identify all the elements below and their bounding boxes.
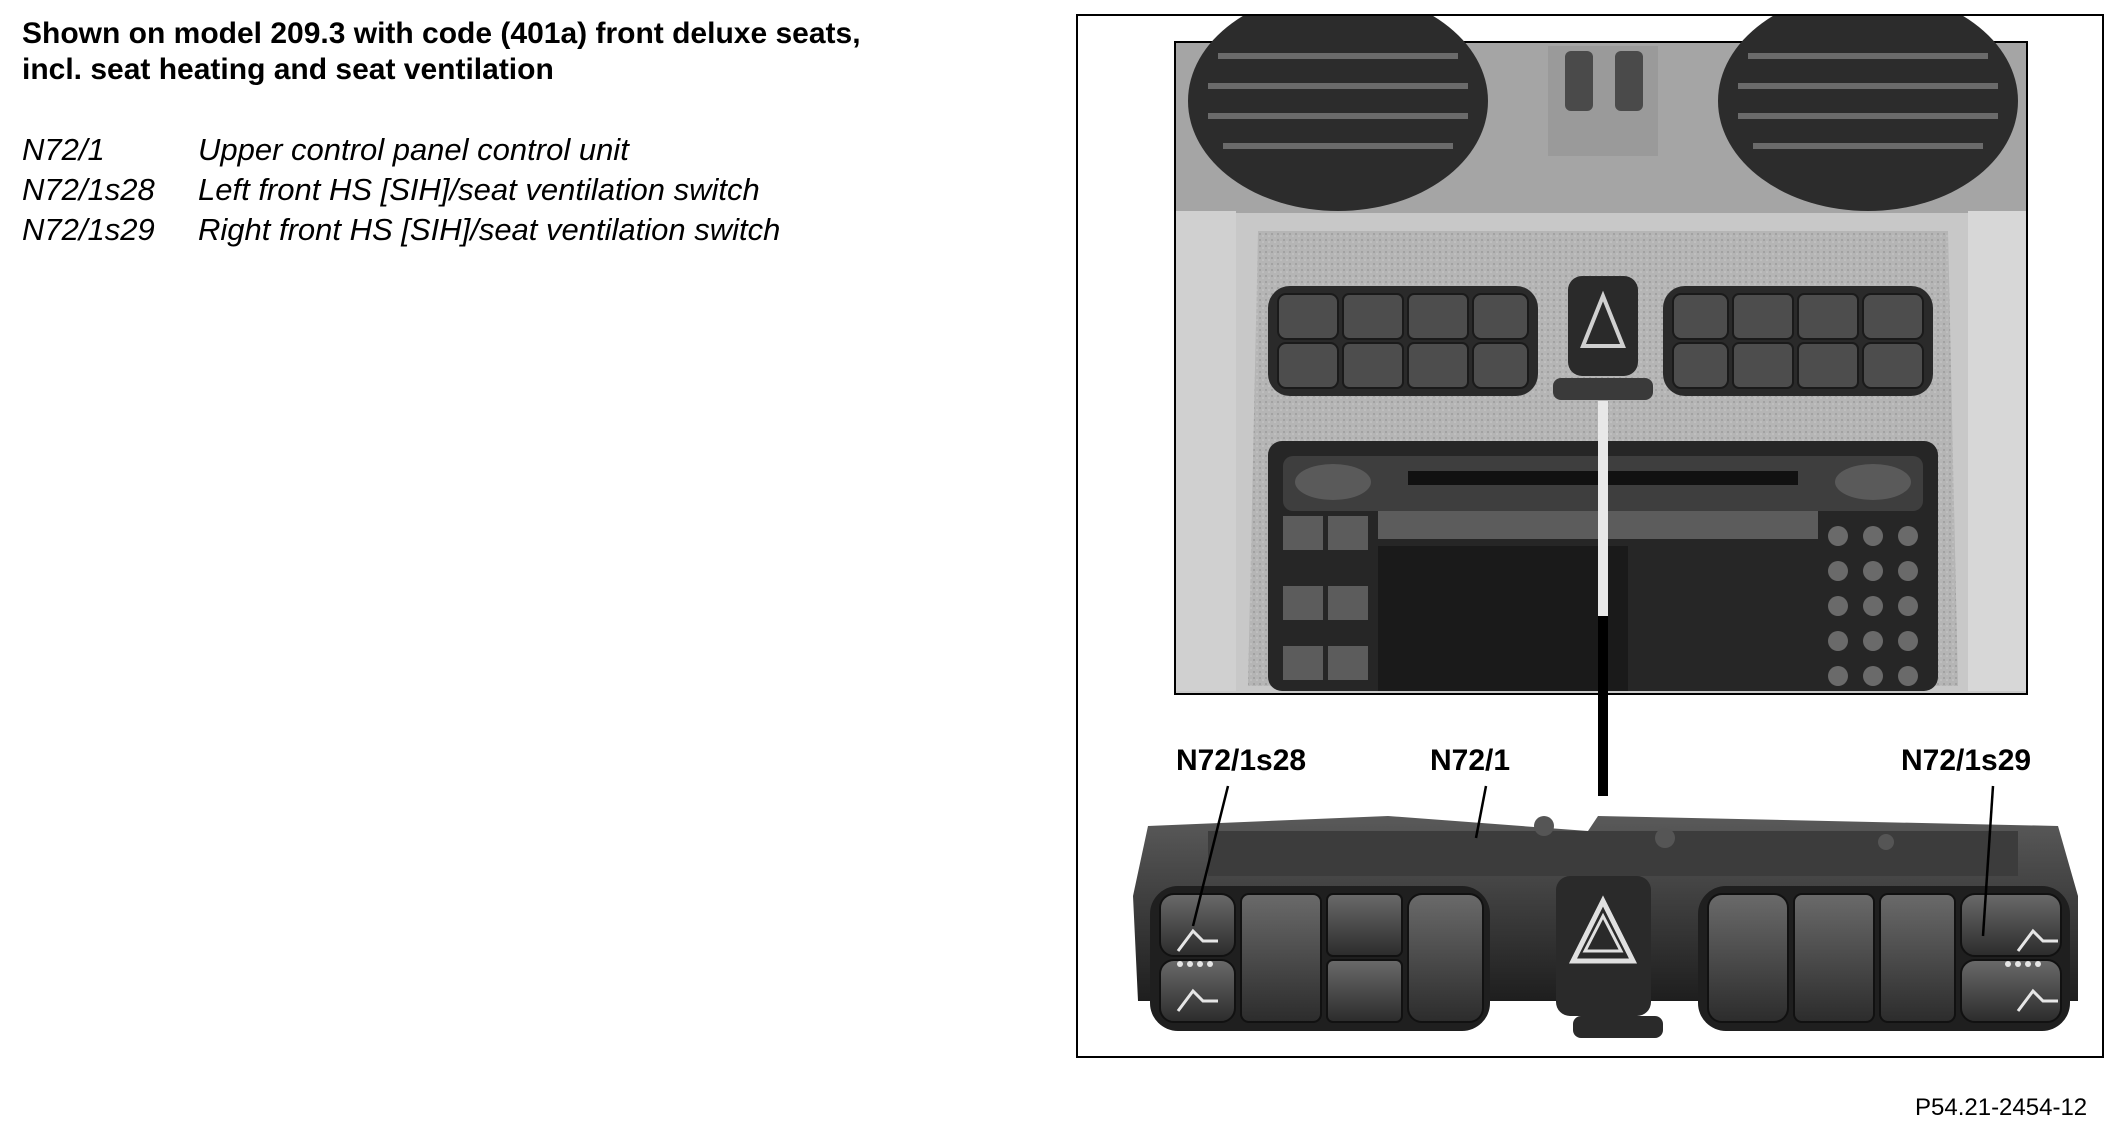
legend: N72/1 Upper control panel control unit N… — [22, 130, 780, 250]
dashboard-photo — [1174, 16, 2028, 695]
legend-code: N72/1s29 — [22, 212, 155, 247]
hazard-triangle-icon — [1568, 895, 1638, 964]
seat-heating-icon — [1176, 928, 1218, 952]
title-line-1: Shown on model 209.3 with code (401a) fr… — [22, 17, 861, 50]
legend-code: N72/1 — [22, 132, 105, 167]
callout-n72-1s28: N72/1s28 — [1176, 744, 1306, 777]
seat-ventilation-icon — [1176, 988, 1218, 1012]
control-panel-photo — [1133, 816, 2078, 1038]
legend-description: Upper control panel control unit — [198, 132, 629, 167]
legend-row: N72/1s29 Right front HS [SIH]/seat venti… — [22, 210, 780, 250]
leader-lines — [1191, 785, 1995, 937]
callout-n72-1s29: N72/1s29 — [1901, 744, 2031, 777]
figure-frame: N72/1s28 N72/1 N72/1s29 — [1076, 14, 2104, 1058]
seat-ventilation-icon — [2016, 988, 2058, 1012]
figure-illustration: N72/1s28 N72/1 N72/1s29 — [1133, 16, 2078, 1038]
seat-heating-icon — [2016, 928, 2058, 952]
legend-description: Right front HS [SIH]/seat ventilation sw… — [198, 212, 781, 247]
legend-description: Left front HS [SIH]/seat ventilation swi… — [198, 172, 760, 207]
figure-number: P54.21-2454-12 — [1915, 1094, 2088, 1121]
document-title: Shown on model 209.3 with code (401a) fr… — [22, 16, 861, 88]
legend-row: N72/1 Upper control panel control unit — [22, 130, 780, 170]
title-line-2: incl. seat heating and seat ventilation — [22, 53, 554, 86]
legend-row: N72/1s28 Left front HS [SIH]/seat ventil… — [22, 170, 780, 210]
callout-n72-1: N72/1 — [1430, 744, 1510, 777]
legend-code: N72/1s28 — [22, 172, 155, 207]
